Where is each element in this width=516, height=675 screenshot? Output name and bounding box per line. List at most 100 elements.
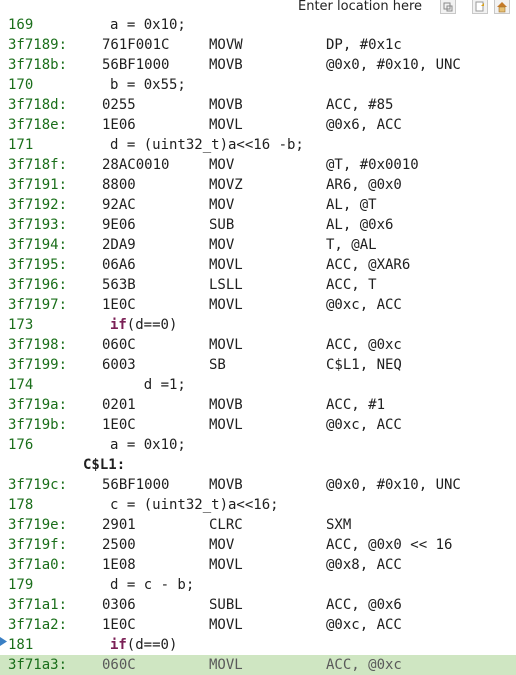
- operands: AL, @T: [326, 197, 377, 213]
- opcode: 28AC0010: [102, 157, 170, 173]
- source-text: a = 0x10;: [110, 17, 186, 33]
- operands: ACC, @0xc: [326, 337, 402, 353]
- line-number: 174: [8, 377, 34, 393]
- address: 3f7198:: [8, 337, 68, 353]
- mnemonic: MOVL: [209, 557, 243, 573]
- keyword: if: [110, 317, 127, 333]
- source-line[interactable]: 169 a = 0x10;: [0, 15, 516, 35]
- disassembly-toolbar: [292, 0, 516, 16]
- operands: ACC, T: [326, 277, 377, 293]
- address: 3f718b:: [8, 57, 68, 73]
- mnemonic: SUB: [209, 217, 235, 233]
- source-line[interactable]: 178 c = (uint32_t)a<<16;: [0, 495, 516, 515]
- source-text: c = (uint32_t)a<<16;: [110, 497, 279, 513]
- operands: C$L1, NEQ: [326, 357, 402, 373]
- label-line[interactable]: C$L1:: [0, 455, 516, 475]
- opcode: 1E08: [102, 557, 136, 573]
- source-text: d =1;: [110, 377, 186, 393]
- operands: @T, #0x0010: [326, 157, 419, 173]
- line-number: 173: [8, 317, 34, 333]
- opcode: 2DA9: [102, 237, 136, 253]
- mnemonic: MOVL: [209, 417, 243, 433]
- refresh-icon[interactable]: [472, 0, 488, 14]
- operands: DP, #0x1c: [326, 37, 402, 53]
- opcode: 761F001C: [102, 37, 170, 53]
- opcode: 0201: [102, 397, 136, 413]
- link-to-editor-icon[interactable]: [440, 0, 456, 14]
- address: 3f7193:: [8, 217, 68, 233]
- source-text: a = 0x10;: [110, 437, 186, 453]
- operands: @0x0, #0x10, UNC: [326, 57, 461, 73]
- mnemonic: MOVL: [209, 337, 243, 353]
- opcode: 0306: [102, 597, 136, 613]
- address: 3f71a2:: [8, 617, 68, 633]
- address: 3f7195:: [8, 257, 68, 273]
- operands: T, @AL: [326, 237, 377, 253]
- opcode: 6003: [102, 357, 136, 373]
- mnemonic: MOVL: [209, 117, 243, 133]
- home-icon[interactable]: [494, 0, 510, 14]
- operands: @0x8, ACC: [326, 557, 402, 573]
- operands: @0xc, ACC: [326, 617, 402, 633]
- source-text: (d==0): [126, 637, 178, 653]
- operands: SXM: [326, 517, 352, 533]
- opcode: 060C: [102, 657, 136, 673]
- source-line[interactable]: 174 d =1;: [0, 375, 516, 395]
- address: 3f719f:: [8, 537, 68, 553]
- location-input[interactable]: [292, 0, 442, 15]
- line-number: 171: [8, 137, 34, 153]
- operands: ACC, #85: [326, 97, 394, 113]
- asm-line[interactable]: 3f7194: 2DA9 MOV T, @AL: [0, 235, 516, 255]
- mnemonic: MOVW: [209, 37, 243, 53]
- source-text: (d==0): [126, 317, 178, 333]
- operands: @0xc, ACC: [326, 417, 402, 433]
- line-number: 178: [8, 497, 34, 513]
- source-line[interactable]: 173 if(d==0): [0, 315, 516, 335]
- mnemonic: MOV: [209, 537, 235, 553]
- mnemonic: SUBL: [209, 597, 243, 613]
- line-number: 169: [8, 17, 34, 33]
- opcode: 2500: [102, 537, 136, 553]
- mnemonic: MOV: [209, 237, 235, 253]
- address: 3f71a3:: [8, 657, 68, 673]
- address: 3f719b:: [8, 417, 68, 433]
- opcode: 2901: [102, 517, 136, 533]
- mnemonic: MOVB: [209, 477, 243, 493]
- mnemonic: MOVL: [209, 297, 243, 313]
- mnemonic: CLRC: [209, 517, 243, 533]
- address: 3f7191:: [8, 177, 68, 193]
- opcode: 8800: [102, 177, 136, 193]
- opcode: 56BF1000: [102, 477, 170, 493]
- opcode: 06A6: [102, 257, 136, 273]
- current-line-arrow-icon: [0, 637, 7, 646]
- line-number: 181: [8, 637, 34, 653]
- address: 3f7194:: [8, 237, 68, 253]
